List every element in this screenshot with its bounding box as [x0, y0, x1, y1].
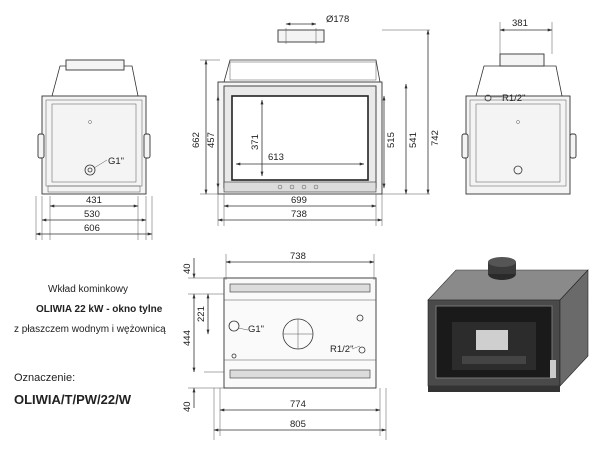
center-dim-515: 515: [386, 132, 397, 148]
top-dim-40-top: 40: [182, 263, 193, 274]
center-dim-742: 742: [430, 130, 441, 146]
top-dim-444: 444: [182, 330, 193, 346]
caption-title: Wkład kominkowy: [48, 284, 129, 295]
top-dim-40-bottom: 40: [182, 401, 193, 412]
side-thread-label: R1/2": [502, 93, 525, 104]
top-dim-221: 221: [196, 306, 207, 322]
caption-designation-label: Oznaczenie:: [14, 372, 76, 384]
front-dim-431: 431: [86, 195, 102, 206]
top-thread-r-label: R1/2": [330, 344, 353, 355]
center-dim-662: 662: [191, 132, 202, 148]
caption-model: OLIWIA 22 kW - okno tylne: [36, 304, 163, 315]
center-dim-371: 371: [250, 134, 261, 150]
fireplace-render: [427, 257, 589, 392]
center-dim-738: 738: [291, 209, 307, 220]
caption-description: z płaszczem wodnym i wężownicą: [14, 324, 166, 335]
top-dim-805: 805: [290, 419, 306, 430]
center-dim-699: 699: [291, 195, 307, 206]
center-dim-613: 613: [268, 152, 284, 163]
top-view: G1" R1/2" 738 774 805 40 221 444 40: [182, 251, 387, 440]
top-dim-738: 738: [290, 251, 306, 262]
center-dim-flue: Ø178: [326, 14, 349, 25]
front-view: G1" 431 530 606: [35, 59, 153, 240]
side-dim-381: 381: [512, 18, 528, 29]
front-dim-606: 606: [84, 223, 100, 234]
side-view: R1/2" 381: [461, 18, 577, 195]
caption-designation-code: OLIWIA/T/PW/22/W: [14, 392, 131, 407]
center-view: Ø178 662 457 371 613 515 541 742 699 738: [191, 14, 441, 226]
front-dim-530: 530: [84, 209, 100, 220]
front-thread-label: G1": [108, 156, 124, 167]
center-dim-457: 457: [206, 132, 217, 148]
center-dim-541: 541: [408, 132, 419, 148]
top-dim-774: 774: [290, 399, 306, 410]
top-thread-g-label: G1": [248, 324, 264, 335]
